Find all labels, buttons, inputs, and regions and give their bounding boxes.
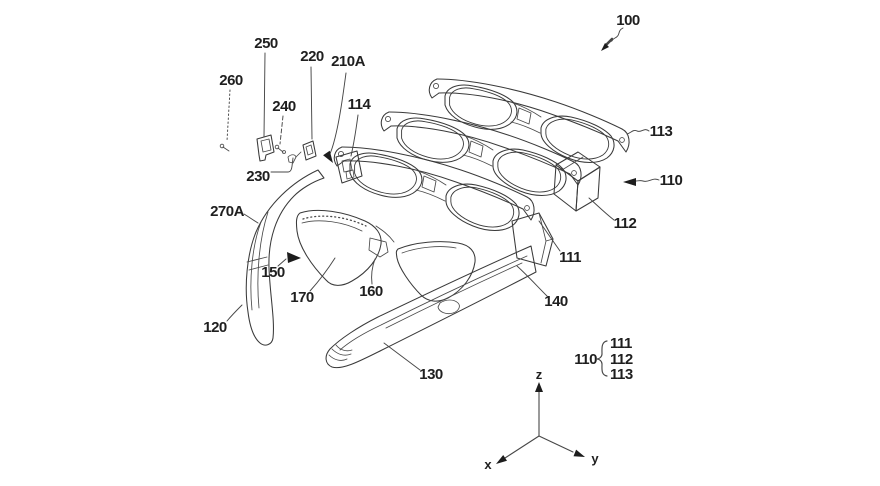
frame-113-shape [429,79,629,163]
right-lens-160 [395,241,476,302]
ref-label-260: 260 [219,72,243,89]
ref-label-250: 250 [254,35,278,52]
leader-170 [309,257,336,292]
legend-item-113: 113 [610,366,633,383]
x-axis-label: x [484,457,492,472]
ref-label-113: 113 [650,123,673,140]
legend-group-label: 110 [574,351,597,368]
arrowhead-100 [601,43,609,51]
leader-130 [383,342,421,371]
frame-112-end-prism [553,151,601,212]
ref-label-220: 220 [300,48,324,65]
left-temple-arm-120 [245,169,325,346]
leader-111 [538,220,561,252]
ref-label-111: 111 [559,249,581,266]
x-axis-arrowhead [496,455,507,464]
part-260-screw [219,143,230,152]
z-axis-arrowhead [535,382,543,392]
leader-120 [226,304,243,322]
leader-114 [350,114,359,157]
right-temple-arm-130 [325,245,537,369]
ref-label-114: 114 [348,96,372,113]
leader-270A [243,213,259,224]
leader-220 [310,66,313,140]
leader-250 [263,52,266,138]
leader-140 [516,265,548,297]
z-axis-label: z [536,367,543,382]
ref-label-240: 240 [272,98,296,115]
y-axis-line [538,435,574,453]
part-220-plate [302,140,317,161]
frame-111-shape [334,147,534,231]
leader-160 [371,258,376,285]
legend-item-111: 111 [610,335,632,352]
legend-item-112: 112 [610,351,633,368]
x-axis-line [504,435,540,459]
left-lens-150 [295,209,382,286]
ref-label-160: 160 [359,283,383,300]
leader-230 [270,157,294,173]
arrowhead-110 [623,178,636,186]
frame-112 [381,112,601,212]
ref-label-140: 140 [544,293,568,310]
part-250-plate [256,134,275,162]
ref-label-210A: 210A [331,53,366,70]
y-axis-label: y [591,451,599,466]
legend: 110 111 112 113 [574,335,633,383]
small-parts-cluster [219,134,317,164]
arrowhead-210A [323,150,333,163]
ref-label-120: 120 [203,319,227,336]
ref-label-130: 130 [419,366,443,383]
part-240-screws [274,144,286,154]
frame-113 [429,79,629,163]
y-axis-arrowhead [573,449,585,457]
ref-label-112: 112 [614,215,637,232]
frame-111-body [334,147,554,267]
ref-label-270A: 270A [210,203,245,220]
reference-labels: 100 260 250 220 210A 240 114 230 270A 11… [203,12,683,383]
leader-112 [588,197,615,221]
leader-113 [626,129,650,135]
leader-210A [328,72,347,157]
bridge-bracket [368,225,395,258]
leader-260 [226,89,231,142]
display-module-140 [511,212,554,267]
ref-label-170: 170 [290,289,314,306]
part-230-pin [287,151,302,164]
axes-indicator: z x y [484,367,599,472]
leader-150 [277,258,287,267]
leader-110 [635,178,660,182]
legend-brace [596,340,608,377]
leader-lines [226,27,660,371]
hinge-block-114 [335,150,363,184]
ref-label-230: 230 [246,168,270,185]
ref-label-110: 110 [660,172,683,189]
arrowhead-150 [287,252,301,263]
frame-112-shape [381,112,581,196]
arm-clip [437,299,460,315]
leader-240 [279,115,284,145]
ref-label-150: 150 [261,264,285,281]
ref-label-100: 100 [616,12,640,29]
